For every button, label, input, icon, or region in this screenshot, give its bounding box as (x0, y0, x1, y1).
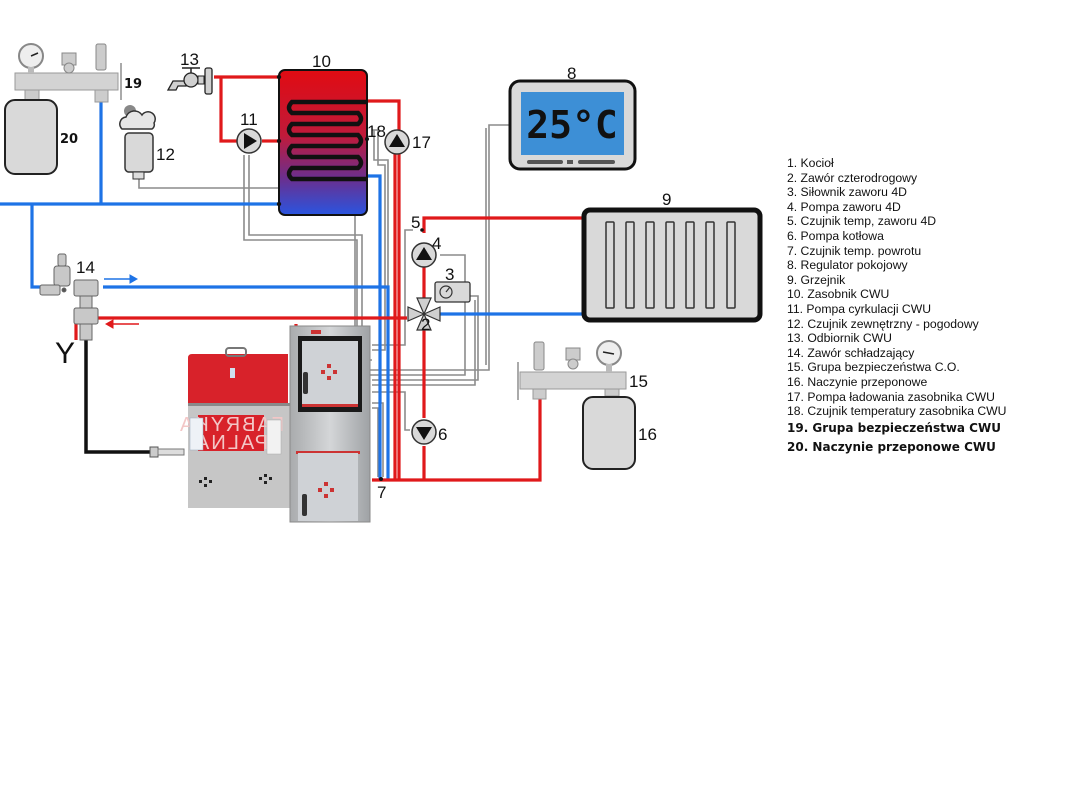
flow-arrow-hot (104, 319, 139, 329)
safety-group-cwu (14, 43, 122, 103)
legend-item: 13. Odbiornik CWU (787, 331, 892, 346)
cwu-loading-pump (384, 129, 410, 155)
return-temp-sensor (379, 477, 383, 481)
label-14: 14 (76, 258, 95, 277)
valve-pump (411, 242, 437, 268)
legend-item: 3. Siłownik zaworu 4D (787, 185, 907, 200)
legend-item: 16. Naczynie przeponowe (787, 374, 928, 389)
label-16: 16 (638, 425, 657, 444)
label-19: 19 (124, 77, 142, 92)
legend-item: 5. Czujnik temp, zaworu 4D (787, 214, 937, 229)
drain-pipe (84, 340, 150, 454)
legend-item: 12. Czujnik zewnętrzny - pogodowy (787, 316, 979, 331)
label-7: 7 (377, 483, 386, 502)
radiator (581, 207, 763, 323)
safety-group-co (517, 340, 627, 400)
component-number-labels: 2 3 4 5 6 7 8 9 10 11 12 13 14 15 16 17 … (55, 50, 671, 502)
boiler-brand-line2: PALNA (194, 432, 268, 454)
legend-item: 2. Zawór czterodrogowy (787, 170, 918, 185)
expansion-vessel-cwu (4, 99, 58, 175)
label-17: 17 (412, 133, 431, 152)
label-5: 5 (411, 213, 420, 232)
valve-actuator (434, 281, 471, 303)
hot-to-safety-group (372, 398, 542, 482)
legend-item: 19. Grupa bezpieczeństwa CWU (787, 420, 1001, 435)
boiler: FABRYKA PALNA (178, 325, 371, 523)
tap-cwu-outlet (166, 67, 213, 95)
legend-item: 15. Grupa bezpieczeństwa C.O. (787, 360, 960, 375)
legend-item: 6. Pompa kotłowa (787, 228, 884, 243)
room-thermostat (508, 79, 637, 171)
label-12: 12 (156, 145, 175, 164)
label-6: 6 (438, 425, 447, 444)
label-8: 8 (567, 64, 576, 83)
boiler-brand-line1: FABRYKA (178, 414, 284, 436)
label-20: 20 (60, 132, 78, 147)
expansion-vessel-co (582, 396, 636, 470)
label-13: 13 (180, 50, 199, 69)
legend-item: 18. Czujnik temperatury zasobnika CWU (787, 404, 1007, 419)
legend-item: 9. Grzejnik (787, 272, 846, 287)
label-11: 11 (240, 110, 258, 129)
label-15: 15 (629, 372, 648, 391)
legend-item: 14. Zawór schładzający (787, 345, 915, 360)
label-10: 10 (312, 52, 331, 71)
label-3: 3 (445, 265, 454, 284)
label-18: 18 (367, 122, 386, 141)
cooling-valve (39, 253, 99, 341)
thermostat-temperature-display: 25°C (526, 103, 618, 147)
four-way-valve (407, 297, 441, 331)
valve-temp-sensor (420, 228, 424, 232)
cold-return-to-boiler (103, 285, 390, 480)
label-9: 9 (662, 190, 671, 209)
cwu-storage-tank (276, 69, 369, 216)
weather-sensor (119, 105, 156, 180)
legend-item: 20. Naczynie przeponowe CWU (787, 439, 996, 454)
boiler-pump (411, 419, 437, 445)
legend-item: 7. Czujnik temp. powrotu (787, 243, 922, 258)
wire-sensor-7 (372, 407, 379, 477)
legend-item: 11. Pompa cyrkulacji CWU (787, 301, 932, 316)
drain-fitting (149, 446, 185, 458)
wire-regulator-8 (372, 124, 510, 371)
legend-item: 4. Pompa zaworu 4D (787, 199, 901, 214)
signal-wires (138, 124, 510, 477)
legend-item: 8. Regulator pokojowy (787, 258, 908, 273)
circulation-pump-cwu (236, 128, 262, 154)
y-marker-label: Y (55, 337, 75, 370)
legend-item: 17. Pompa ładowania zasobnika CWU (787, 389, 995, 404)
label-2: 2 (421, 315, 430, 334)
cold-water-pipes (0, 102, 588, 480)
flow-arrow-cold (104, 274, 139, 284)
legend-item: 1. Kocioł (787, 156, 834, 170)
label-4: 4 (432, 234, 441, 253)
legend-item: 10. Zasobnik CWU (787, 287, 890, 302)
